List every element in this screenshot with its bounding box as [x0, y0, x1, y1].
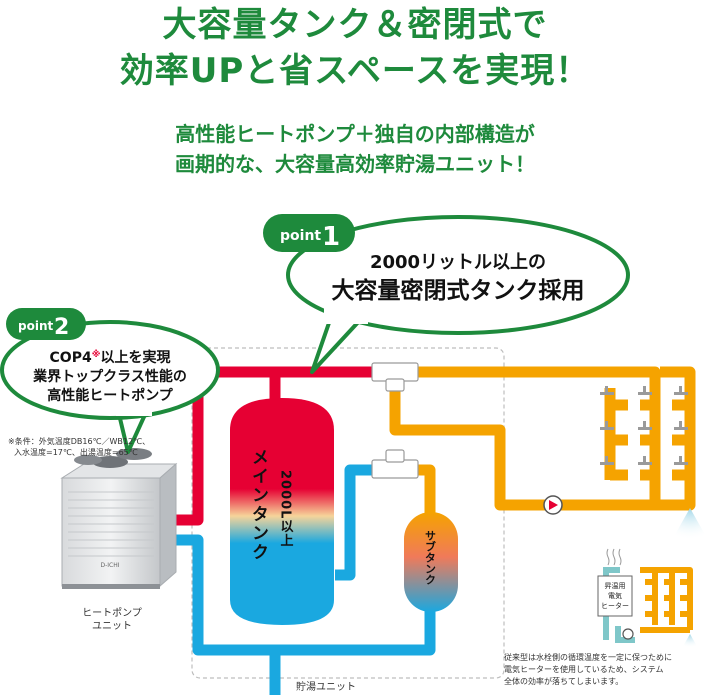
point1-badge-word: point: [280, 228, 321, 244]
point2-badge-number: 2: [54, 315, 69, 340]
storage-unit-boundary: [191, 347, 505, 679]
point1-bubble: [286, 215, 630, 335]
sub-tank-label: サブタンク: [424, 530, 437, 585]
main-tank: [230, 398, 334, 625]
subheadline-line1: 高性能ヒートポンプ＋独自の内部構造が: [175, 122, 535, 146]
condition-note: ※条件：外気温度DB16℃／WB12℃、 入水温度=17℃、出湯温度=65℃: [8, 436, 168, 458]
point1-badge: [263, 214, 355, 252]
main-tank-label: メインタンク: [248, 448, 268, 562]
conventional-system-inset: [597, 548, 698, 648]
headline-line2: 効率UPと省スペースを実現！: [119, 51, 591, 91]
inset-shower-icon: [682, 634, 698, 648]
storage-unit-label: 貯湯ユニット: [296, 680, 356, 693]
condition-note-line1: ※条件：外気温度DB16℃／WB12℃、: [8, 437, 151, 446]
point2-line3: 高性能ヒートポンプ: [47, 387, 174, 404]
footnote-line3: 全体の効率が落ちてしまいます。: [504, 677, 624, 686]
shower-spray-icon: [672, 508, 708, 540]
footnote-line1: 従来型は水栓側の循環温度を一定に保つために: [504, 653, 672, 662]
point2-line2: 業界トップクラス性能の: [32, 368, 187, 385]
point1-bubble-tail: [310, 316, 364, 374]
heat-pump-caption: ヒートポンプ ユニット: [60, 607, 164, 633]
headline-line1: 大容量タンク＆密閉式で: [162, 5, 548, 45]
point2-badge-word: point: [18, 319, 53, 333]
pipe-tee-connector: [371, 362, 419, 479]
heat-pump-unit: [60, 448, 178, 589]
electric-heater-box: [597, 575, 633, 617]
heater-label-line3: ヒーター: [601, 601, 629, 610]
point1-badge-number: 1: [322, 222, 340, 252]
heat-pump-caption-line1: ヒートポンプ: [82, 608, 142, 619]
point1-line1: 2000リットル以上の: [370, 252, 546, 273]
condition-note-line2: 入水温度=17℃、出湯温度=65℃: [14, 448, 138, 457]
point2-line1: COP4※以上を実現: [50, 349, 171, 366]
cold-water-pipe: [170, 464, 436, 695]
heat-pump-brand: D-ICHI: [100, 562, 119, 569]
point2-bubble: [0, 320, 220, 420]
faucet-group: [600, 386, 688, 465]
heat-pump-caption-line2: ユニット: [92, 621, 132, 632]
conventional-footnote: 従来型は水栓側の循環温度を一定に保つために 電気ヒーターを使用しているため、シス…: [504, 652, 708, 688]
heater-label-line1: 昇温用: [605, 581, 626, 590]
footnote-line2: 電気ヒーターを使用しているため、システム: [504, 665, 664, 674]
subheadline-line2: 画期的な、大容量高効率貯湯ユニット！: [175, 152, 535, 176]
point2-badge: [6, 308, 86, 340]
main-tank-capacity: 2000L以上: [278, 470, 294, 547]
heater-label-line2: 電気: [608, 591, 622, 600]
point1-line2: 大容量密閉式タンク採用: [332, 277, 585, 304]
inset-pump-icon: [622, 628, 634, 640]
sub-tank: [404, 512, 458, 612]
